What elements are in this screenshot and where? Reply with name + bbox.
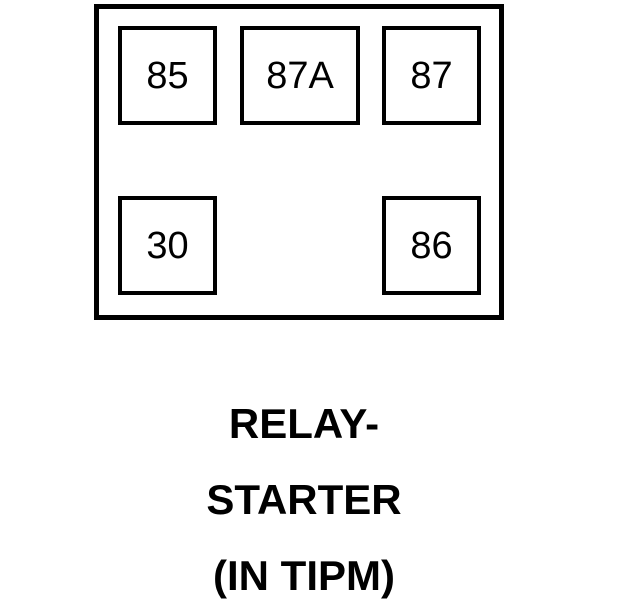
terminal-label-87: 87 xyxy=(410,54,453,97)
terminal-label-86: 86 xyxy=(410,224,453,267)
terminal-label-87a: 87A xyxy=(266,54,334,97)
terminal-label-30: 30 xyxy=(146,224,189,267)
caption-line-3: (IN TIPM) xyxy=(213,552,395,599)
caption-line-2: STARTER xyxy=(206,476,402,523)
caption-line-1: RELAY- xyxy=(228,400,380,447)
terminal-30: 30 xyxy=(118,196,217,295)
terminal-86: 86 xyxy=(382,196,481,295)
diagram-canvas: 85 87A 87 30 86 RELAY- STARTER (IN TIPM) xyxy=(94,4,504,599)
terminal-85: 85 xyxy=(118,26,217,125)
terminal-87: 87 xyxy=(382,26,481,125)
terminal-87a: 87A xyxy=(240,26,360,125)
terminal-label-85: 85 xyxy=(146,54,189,97)
diagram-caption: RELAY- STARTER (IN TIPM) xyxy=(0,386,608,614)
